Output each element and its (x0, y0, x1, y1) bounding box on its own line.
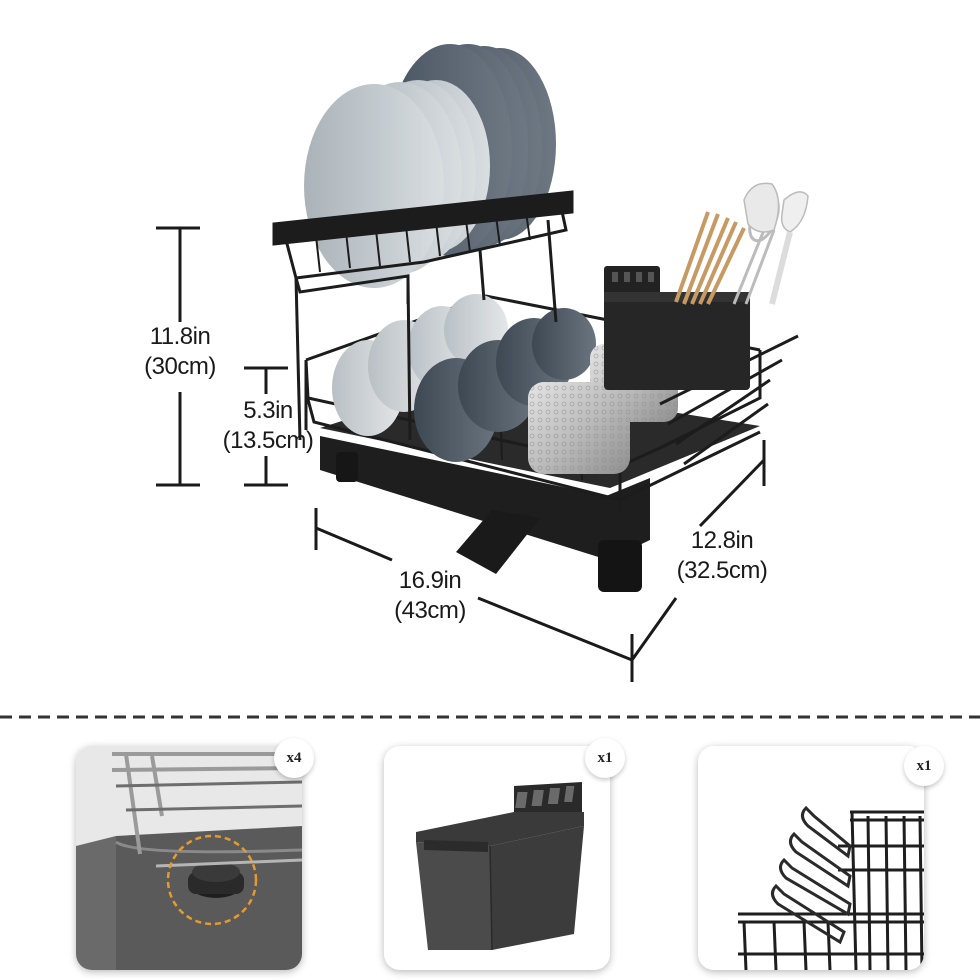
upper-rack (272, 190, 574, 441)
highlight-circle (166, 834, 258, 926)
dimension-width-line (314, 508, 634, 682)
detail-card-rack-foot (76, 746, 302, 970)
main-product-image: 11.8in (30cm) 5.3in (13.5cm) 16.9in (43c… (128, 44, 809, 682)
rack-foot-icon (76, 746, 302, 970)
cup-rack-icon (698, 746, 924, 970)
plates-upper (304, 44, 556, 288)
dimension-depth-label: 12.8in (32.5cm) (662, 526, 782, 586)
height-total-cm: (30cm) (144, 353, 216, 380)
drain-spout (456, 510, 540, 574)
dimension-height-lower-label: 5.3in (13.5cm) (216, 396, 320, 456)
utensil-holder-icon (384, 746, 610, 970)
quantity-badge-rack-foot: x4 (274, 738, 314, 778)
height-total-inches: 11.8in (149, 323, 211, 350)
dimension-width-label: 16.9in (43cm) (378, 566, 482, 626)
utensils (674, 182, 809, 305)
height-lower-inches: 5.3in (243, 397, 293, 424)
depth-cm: (32.5cm) (676, 557, 768, 584)
width-cm: (43cm) (394, 597, 466, 624)
dimension-height-total-line (156, 226, 200, 487)
dimension-depth-line (630, 440, 766, 661)
quantity-badge-cup-rack: x1 (904, 746, 944, 786)
utensil-holder (604, 266, 750, 390)
quantity-badge-utensil-holder: x1 (585, 738, 625, 778)
dashed-divider (0, 715, 980, 719)
height-lower-cm: (13.5cm) (222, 427, 314, 454)
dish-rack-illustration (156, 44, 809, 682)
detail-card-utensil-holder (384, 746, 610, 970)
dimension-height-lower-line (244, 366, 288, 487)
width-inches: 16.9in (398, 567, 462, 594)
depth-inches: 12.8in (690, 527, 754, 554)
dimension-height-total-label: 11.8in (30cm) (128, 322, 232, 382)
detail-card-cup-rack (698, 746, 924, 970)
